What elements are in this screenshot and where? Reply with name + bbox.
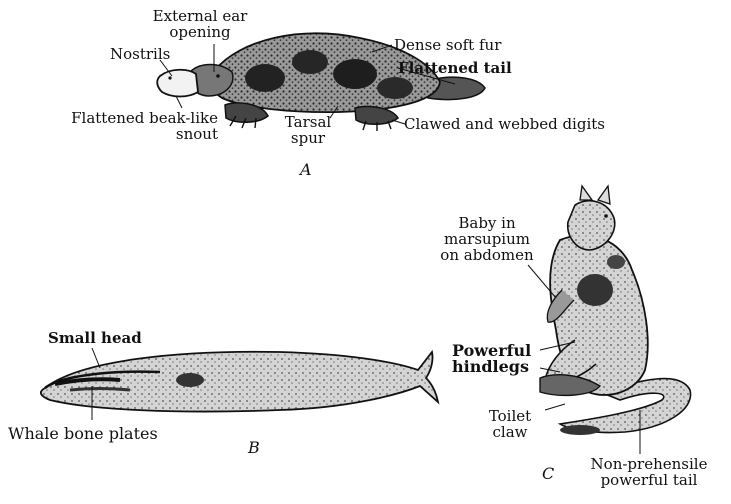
panel-letter-b: B (248, 440, 260, 456)
label-external-ear-opening: External ear opening (150, 8, 250, 40)
label-powerful-hindlegs: Powerful hindlegs (452, 343, 531, 375)
label-baby-in-marsupium: Baby in marsupium on abdomen (432, 215, 542, 263)
label-clawed-webbed-digits: Clawed and webbed digits (404, 116, 605, 132)
panel-letter-c: C (542, 466, 554, 482)
label-flattened-beak-snout: Flattened beak-like snout (18, 110, 218, 142)
kangaroo-drawing (540, 186, 691, 435)
label-whale-bone-plates: Whale bone plates (8, 426, 158, 442)
label-tarsal-spur: Tarsal spur (278, 114, 338, 146)
label-toilet-claw: Toilet claw (480, 408, 540, 440)
label-flattened-tail: Flattened tail (398, 60, 512, 76)
label-dense-soft-fur: Dense soft fur (394, 37, 501, 53)
label-non-prehensile-tail: Non-prehensile powerful tail (574, 456, 724, 488)
whale-drawing (41, 352, 438, 412)
label-nostrils: Nostrils (110, 46, 170, 62)
label-small-head: Small head (48, 330, 142, 346)
panel-letter-a: A (300, 162, 312, 178)
